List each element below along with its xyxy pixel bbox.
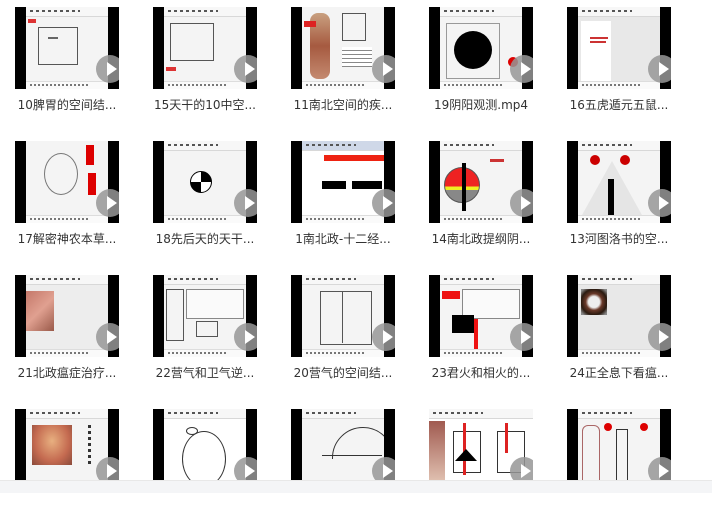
play-circle-icon[interactable] [234, 55, 257, 83]
video-thumbnail[interactable] [15, 7, 119, 89]
video-thumbnail[interactable] [153, 409, 257, 491]
video-thumbnail[interactable] [429, 141, 533, 223]
play-circle-icon[interactable] [372, 323, 395, 351]
file-item[interactable]: 22营气和卫气逆... [138, 268, 272, 398]
file-item[interactable]: 1南北政-十二经... [276, 134, 410, 264]
play-circle-icon[interactable] [234, 457, 257, 485]
video-thumbnail[interactable] [15, 409, 119, 491]
video-thumbnail[interactable] [429, 7, 533, 89]
video-thumbnail[interactable] [15, 141, 119, 223]
play-circle-icon[interactable] [372, 189, 395, 217]
file-item[interactable] [276, 402, 410, 532]
file-title[interactable]: 22营气和卫气逆... [155, 366, 255, 380]
file-title[interactable]: 17解密神农本草... [17, 232, 117, 246]
play-circle-icon[interactable] [372, 55, 395, 83]
file-item[interactable]: 19阴阳观测.mp4 [414, 0, 548, 130]
play-circle-icon[interactable] [96, 323, 119, 351]
video-thumbnail[interactable] [15, 275, 119, 357]
file-item[interactable] [552, 402, 686, 532]
file-item[interactable] [0, 402, 134, 532]
play-circle-icon[interactable] [648, 55, 671, 83]
file-item[interactable]: 24正全息下看瘟... [552, 268, 686, 398]
file-item[interactable]: 13河图洛书的空... [552, 134, 686, 264]
video-thumbnail[interactable] [567, 409, 671, 491]
file-title[interactable]: 1南北政-十二经... [295, 232, 391, 246]
play-circle-icon[interactable] [234, 323, 257, 351]
video-thumbnail[interactable] [291, 275, 395, 357]
play-circle-icon[interactable] [510, 55, 533, 83]
file-item[interactable]: 14南北政提纲阴... [414, 134, 548, 264]
video-thumbnail[interactable] [153, 7, 257, 89]
video-thumbnail[interactable] [153, 141, 257, 223]
file-title[interactable]: 10脾胃的空间结... [17, 98, 117, 112]
play-circle-icon[interactable] [372, 457, 395, 485]
file-grid: 10脾胃的空间结... 15天干的10中空... 11南北空间的疾.. [0, 0, 686, 491]
video-thumbnail[interactable] [291, 409, 395, 491]
video-thumbnail[interactable] [567, 7, 671, 89]
file-title[interactable]: 21北政瘟症治疗... [17, 366, 117, 380]
file-title[interactable]: 18先后天的天干... [155, 232, 255, 246]
video-thumbnail[interactable] [291, 141, 395, 223]
status-bar [0, 480, 712, 493]
file-item[interactable]: 15天干的10中空... [138, 0, 272, 130]
file-item[interactable] [414, 402, 548, 532]
play-circle-icon[interactable] [648, 323, 671, 351]
video-thumbnail[interactable] [567, 141, 671, 223]
play-circle-icon[interactable] [510, 189, 533, 217]
file-item[interactable] [138, 402, 272, 532]
video-thumbnail[interactable] [567, 275, 671, 357]
file-item[interactable]: 16五虎遁元五鼠... [552, 0, 686, 130]
video-thumbnail[interactable] [291, 7, 395, 89]
file-title[interactable]: 23君火和相火的... [431, 366, 531, 380]
video-thumbnail[interactable] [429, 409, 533, 491]
file-title[interactable]: 16五虎遁元五鼠... [569, 98, 669, 112]
file-title[interactable]: 15天干的10中空... [154, 98, 256, 112]
file-item[interactable]: 17解密神农本草... [0, 134, 134, 264]
file-title[interactable]: 14南北政提纲阴... [431, 232, 531, 246]
file-item[interactable]: 10脾胃的空间结... [0, 0, 134, 130]
file-item[interactable]: 20营气的空间结... [276, 268, 410, 398]
play-circle-icon[interactable] [96, 189, 119, 217]
play-circle-icon[interactable] [648, 189, 671, 217]
file-item[interactable]: 21北政瘟症治疗... [0, 268, 134, 398]
play-circle-icon[interactable] [234, 189, 257, 217]
video-thumbnail[interactable] [153, 275, 257, 357]
file-title[interactable]: 24正全息下看瘟... [569, 366, 669, 380]
play-circle-icon[interactable] [96, 55, 119, 83]
play-circle-icon[interactable] [510, 457, 533, 485]
file-item[interactable]: 11南北空间的疾... [276, 0, 410, 130]
file-title[interactable]: 20营气的空间结... [293, 366, 393, 380]
play-circle-icon[interactable] [96, 457, 119, 485]
file-title[interactable]: 19阴阳观测.mp4 [433, 98, 529, 112]
file-title[interactable]: 13河图洛书的空... [569, 232, 669, 246]
play-circle-icon[interactable] [648, 457, 671, 485]
file-item[interactable]: 23君火和相火的... [414, 268, 548, 398]
file-item[interactable]: 18先后天的天干... [138, 134, 272, 264]
play-circle-icon[interactable] [510, 323, 533, 351]
video-thumbnail[interactable] [429, 275, 533, 357]
file-title[interactable]: 11南北空间的疾... [293, 98, 393, 112]
